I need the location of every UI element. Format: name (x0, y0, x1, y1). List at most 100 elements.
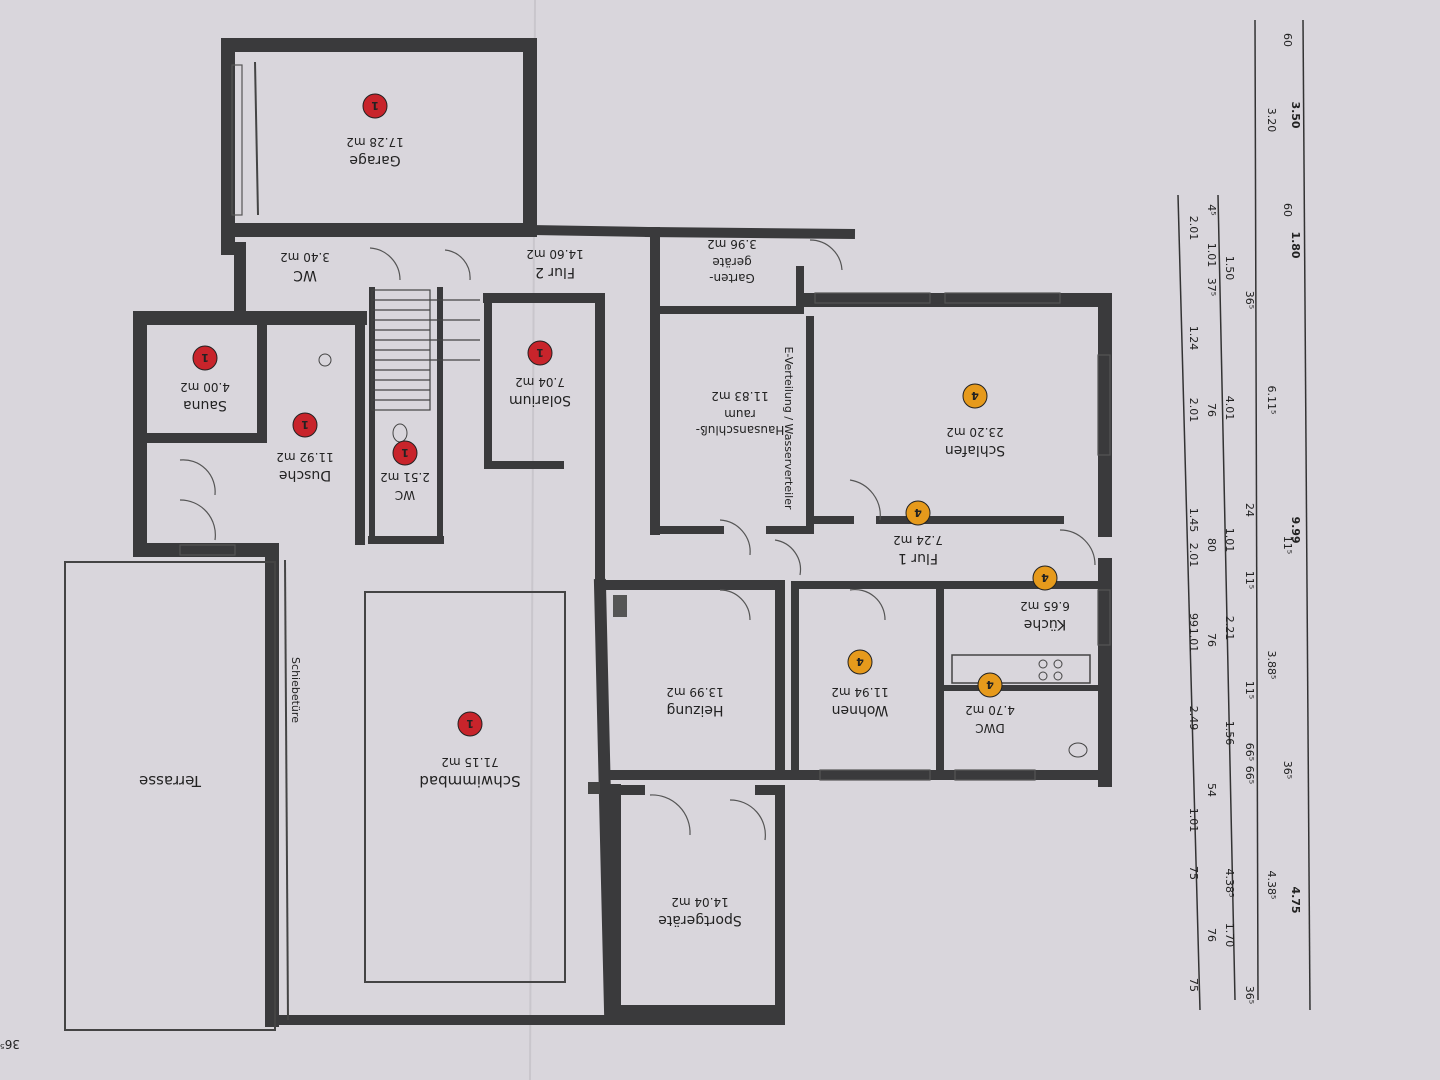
room-area: 14.60 m2 (526, 247, 584, 261)
dimension-value: 1.56 (1223, 721, 1236, 746)
room-dusche: Dusche 11.92 m2 1 (276, 412, 334, 483)
room-area: 23.20 m2 (946, 425, 1004, 439)
schiebetuere-line (284, 559, 289, 1021)
zone-marker-number: 1 (401, 446, 409, 459)
dimension-value: 80 (1205, 538, 1218, 552)
room-name: Schwimmbad (419, 772, 520, 790)
room-area: 7.04 m2 (515, 375, 565, 389)
stairs (371, 289, 480, 411)
dimension-value: 36⁵ (1243, 986, 1256, 1004)
room-flur1: Flur 17.24 m24 (893, 500, 943, 566)
door-swings (179, 239, 1096, 841)
dimension-value: 66⁵ (1243, 766, 1256, 784)
corner-note: 36⁵ (0, 1037, 20, 1051)
dimension-value: 3.20 (1265, 108, 1278, 133)
dimension-value: 60 (1281, 33, 1294, 47)
zone-marker (977, 672, 1003, 698)
zone-marker-number: 1 (201, 351, 209, 364)
dimension-value: 1.01 (1187, 628, 1200, 653)
room-name: Terrasse (139, 772, 202, 790)
dimension-value: 4.01 (1223, 396, 1236, 421)
zone-marker (192, 345, 218, 371)
room-area: 71.15 m2 (441, 755, 499, 769)
room-name: Flur 2 (535, 264, 575, 280)
room-name: DWC (975, 721, 1004, 735)
room-schwimmbad: Schwimmbad 71.15 m2 1 (419, 711, 521, 790)
zone-marker (527, 340, 553, 366)
room-name: Hausanschluß- (696, 423, 785, 437)
dimension-value: 11⁵ (1281, 536, 1294, 554)
dimension-value: 1.70 (1223, 923, 1236, 948)
dimension-value: 3.50 (1289, 101, 1302, 128)
terrasse-outline (64, 561, 276, 1031)
room-name: Garage (349, 152, 400, 168)
dimension-value: 54 (1205, 783, 1218, 797)
zone-marker (392, 440, 418, 466)
zone-marker-number: 4 (856, 655, 864, 668)
room-area: 3.40 m2 (280, 250, 330, 264)
zone-marker-number: 1 (536, 346, 544, 359)
zone-marker (847, 649, 873, 675)
windows (179, 64, 1111, 781)
dimension-value: 2.01 (1187, 216, 1200, 241)
garage-door (254, 61, 259, 216)
dimension-value: 1.01 (1187, 808, 1200, 833)
room-sportgeraete: Sportgeräte 14.04 m2 (658, 895, 742, 928)
dimension-value: 11⁵ (1243, 681, 1256, 699)
pillar (588, 782, 600, 794)
dimension-value: 6.11⁵ (1265, 386, 1278, 415)
dimension-value: 1.01 (1223, 528, 1236, 553)
room-terrasse: Terrasse (139, 772, 202, 790)
stove-icon (1038, 671, 1048, 681)
dimension-value: 4.38⁵ (1223, 869, 1236, 898)
room-name: WC (293, 267, 317, 283)
room-name: Dusche (279, 467, 331, 483)
dimension-value: 76 (1205, 403, 1218, 417)
dimension-labels: 9.993.501.804.753.206.11⁵3.88⁵4.38⁵60601… (1187, 33, 1302, 1004)
room-area: 3.96 m2 (707, 237, 757, 251)
room-name: Küche (1024, 616, 1067, 632)
dimension-value: 75 (1187, 978, 1200, 992)
room-name: Heizung (666, 702, 723, 718)
zone-marker (905, 500, 931, 526)
dimension-value: 1.45 (1187, 508, 1200, 533)
zone-marker-number: 4 (971, 389, 979, 402)
dimension-value: 66⁵ (1243, 743, 1256, 761)
dimension-value: 4⁵ (1205, 204, 1218, 215)
dimension-value: 3.88⁵ (1265, 651, 1278, 680)
dimension-value: 9.99 (1289, 516, 1302, 543)
dimension-value: 75 (1187, 866, 1200, 880)
room-area: 6.65 m2 (1020, 599, 1070, 613)
dimension-value: 37⁵ (1205, 278, 1218, 296)
dimension-value: 99 (1187, 613, 1200, 627)
zone-marker (457, 711, 483, 737)
room-name-line2: geräte (712, 255, 751, 269)
room-area: 11.94 m2 (831, 685, 889, 699)
zone-marker-number: 1 (466, 717, 474, 730)
dimension-value: 2.01 (1187, 543, 1200, 568)
dimension-value: 24 (1243, 503, 1256, 517)
room-name: Sportgeräte (658, 912, 742, 928)
room-area: 4.70 m2 (965, 703, 1015, 717)
room-area: 11.92 m2 (276, 450, 334, 464)
room-area: 14.04 m2 (671, 895, 729, 909)
room-name: Flur 1 (898, 550, 938, 566)
room-name: Schlafen (945, 442, 1005, 458)
zone-marker-number: 1 (301, 418, 309, 431)
dimension-value: 76 (1205, 928, 1218, 942)
room-area: 2.51 m2 (380, 470, 430, 484)
dimension-value: 2.49 (1187, 706, 1200, 731)
room-area: 13.99 m2 (666, 685, 724, 699)
zone-marker (362, 93, 388, 119)
dimension-value: 1.80 (1289, 231, 1302, 258)
stove-icon (1038, 659, 1048, 669)
room-area: 17.28 m2 (346, 135, 404, 149)
